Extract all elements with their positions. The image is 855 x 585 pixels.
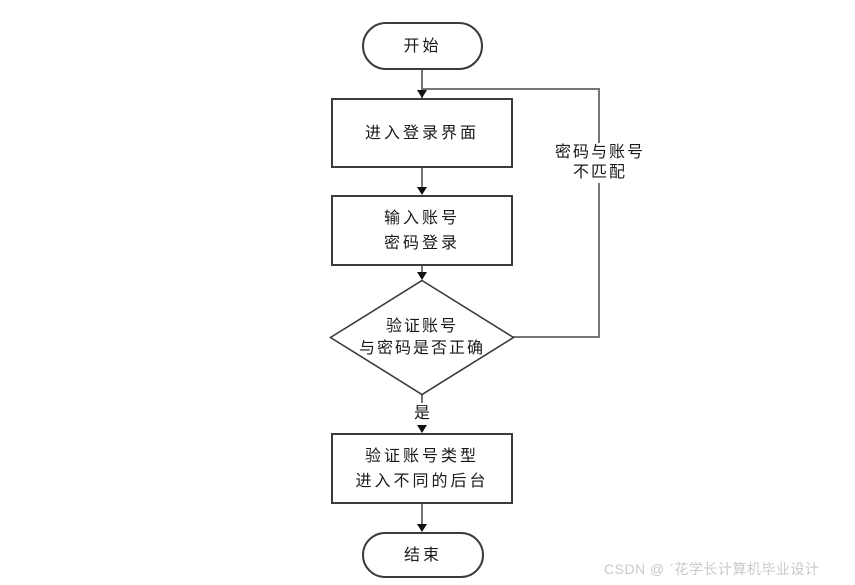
csdn-watermark: CSDN @ ˊ花学长计算机毕业设计	[604, 561, 820, 577]
arrowhead-down-icon	[417, 524, 427, 532]
connector-loop-vertical	[598, 88, 600, 338]
flow-node-verify-decision: 验证账号 与密码是否正确	[329, 279, 515, 396]
flow-node-input-account-line2: 密码登录	[383, 234, 460, 252]
edge-label-mismatch: 密码与账号 不匹配	[549, 143, 651, 183]
flow-node-end: 结束	[362, 532, 484, 578]
flow-node-start-label: 开始	[403, 37, 442, 55]
arrowhead-down-icon	[417, 272, 427, 280]
flow-node-verify-line1: 验证账号	[385, 317, 458, 335]
flow-node-verify-label: 验证账号 与密码是否正确	[329, 279, 515, 396]
connector-loop-top	[422, 88, 600, 90]
connector-login-to-input	[421, 168, 423, 189]
flow-node-input-account-line1: 输入账号	[383, 209, 460, 227]
arrowhead-down-icon	[417, 90, 427, 98]
edge-label-yes: 是	[409, 403, 435, 425]
flow-node-verify-type: 验证账号类型 进入不同的后台	[331, 433, 513, 504]
edge-label-mismatch-line2: 不匹配	[572, 164, 627, 181]
flow-node-enter-login-label: 进入登录界面	[364, 124, 479, 142]
connector-start-to-login	[421, 70, 423, 98]
decision-diamond-shape	[329, 279, 515, 396]
flow-node-end-label: 结束	[403, 546, 442, 564]
flow-node-start: 开始	[362, 22, 483, 70]
flow-node-input-account: 输入账号 密码登录	[331, 195, 513, 266]
edge-label-mismatch-line1: 密码与账号	[554, 144, 645, 161]
flow-node-verify-type-line1: 验证账号类型	[364, 447, 479, 465]
arrowhead-down-icon	[417, 425, 427, 433]
flow-node-enter-login: 进入登录界面	[331, 98, 513, 168]
connector-type-to-end	[421, 504, 423, 526]
flow-node-verify-type-line2: 进入不同的后台	[355, 472, 489, 490]
flow-node-verify-line2: 与密码是否正确	[358, 339, 485, 357]
connector-loop-from-decision	[513, 336, 600, 338]
arrowhead-down-icon	[417, 187, 427, 195]
connector-input-to-decision	[421, 266, 423, 276]
